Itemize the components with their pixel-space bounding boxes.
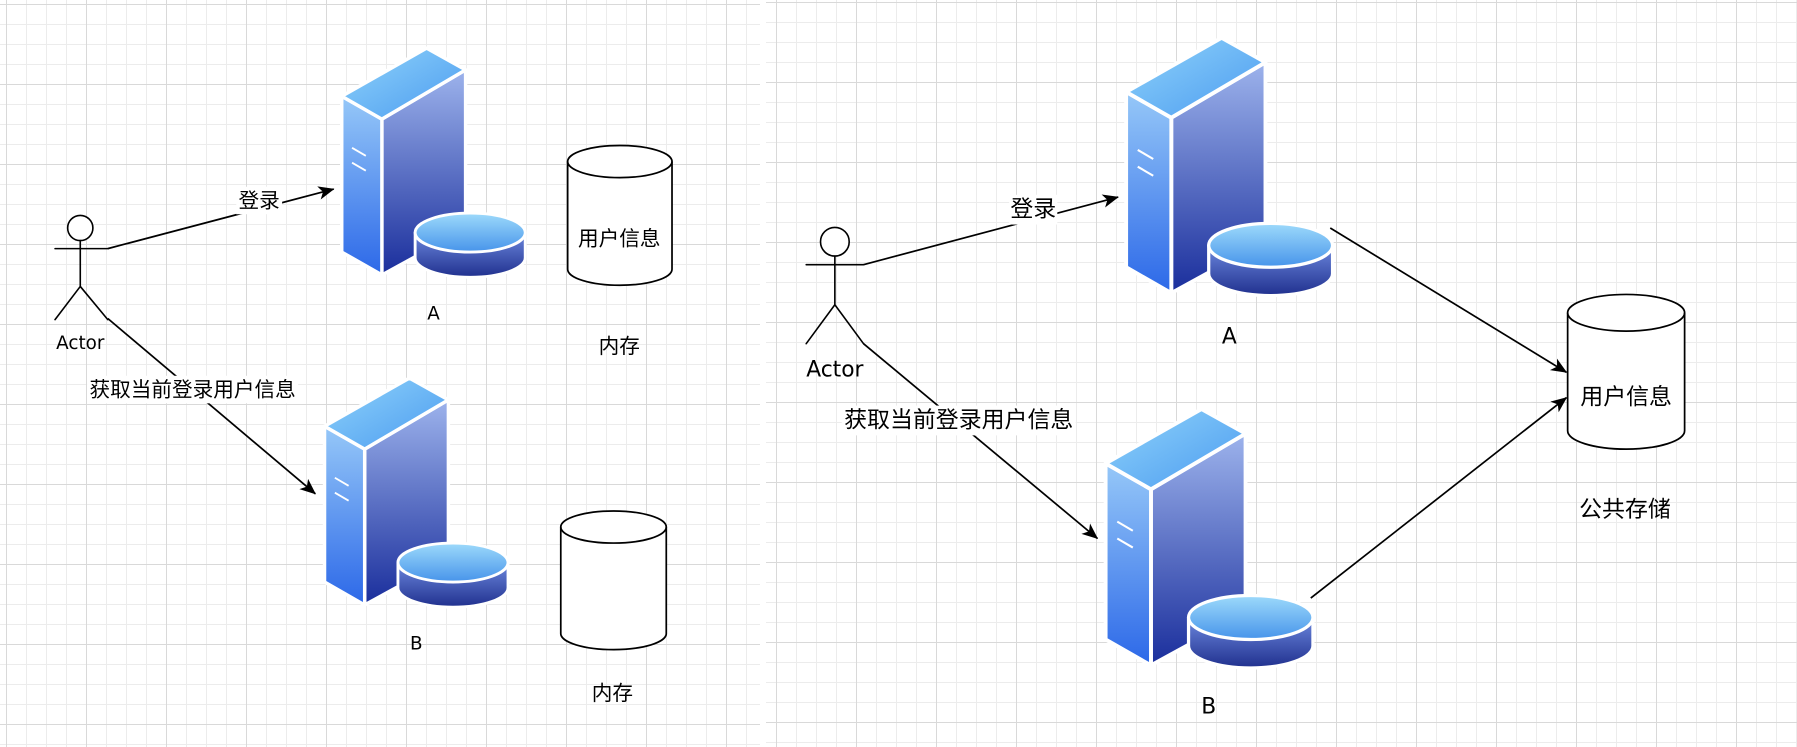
edge-login-left[interactable]: 登录	[107, 186, 335, 250]
edge-fetch-user-line[interactable]	[862, 343, 1099, 540]
database-cylinder-icon[interactable]	[566, 144, 673, 287]
actor-left[interactable]: Actor	[54, 214, 109, 354]
database-cylinder-icon[interactable]	[1566, 293, 1686, 450]
edge-server-b-to-store[interactable]	[1310, 396, 1568, 599]
edge-fetch-user-label: 获取当前登录用户信息	[844, 407, 1073, 433]
edge-fetch-user-label: 获取当前登录用户信息	[89, 378, 295, 402]
edge-label-background	[87, 375, 299, 404]
server-icon[interactable]	[1124, 35, 1335, 298]
store-a-caption: 内存	[599, 334, 640, 358]
user-actor-icon[interactable]	[54, 214, 109, 321]
store-b-caption: 内存	[592, 681, 633, 705]
server-icon[interactable]	[340, 46, 527, 279]
server-icon[interactable]	[1103, 407, 1315, 670]
edge-label-background	[1009, 194, 1058, 225]
edge-label-background	[236, 186, 283, 215]
server-a-label: A	[1222, 324, 1237, 349]
server-a-left[interactable]: A	[340, 46, 527, 324]
server-a-right[interactable]: A	[1124, 35, 1335, 350]
edge-server-b-store-line[interactable]	[1310, 396, 1568, 599]
edge-login-right[interactable]: 登录	[863, 194, 1119, 266]
edge-fetch-user-left[interactable]: 获取当前登录用户信息	[87, 317, 316, 495]
edge-server-a-to-store[interactable]	[1329, 227, 1568, 374]
edge-label-background	[841, 405, 1076, 436]
server-b-right[interactable]: B	[1103, 407, 1315, 719]
edge-login-label: 登录	[239, 189, 280, 213]
right-diagram: 登录 获取当前登录用户信息 Actor A B	[805, 35, 1686, 719]
user-actor-icon[interactable]	[805, 226, 865, 345]
actor-right[interactable]: Actor	[805, 226, 865, 383]
memory-store-b[interactable]: 内存	[559, 510, 668, 705]
memory-store-a[interactable]: 用户信息 内存	[566, 144, 673, 358]
actor-label: Actor	[56, 333, 105, 354]
server-icon[interactable]	[322, 376, 510, 609]
database-cylinder-icon[interactable]	[559, 510, 668, 651]
actor-label: Actor	[806, 358, 863, 383]
store-a-text: 用户信息	[578, 226, 661, 250]
edge-fetch-user-line[interactable]	[107, 317, 316, 495]
shared-store-text: 用户信息	[1580, 385, 1672, 411]
server-b-left[interactable]: B	[322, 376, 510, 654]
left-diagram: 登录 获取当前登录用户信息 Actor A B	[54, 46, 673, 705]
edge-fetch-user-right[interactable]: 获取当前登录用户信息	[841, 343, 1099, 540]
server-b-label: B	[410, 633, 423, 654]
server-b-label: B	[1201, 694, 1216, 719]
server-a-label: A	[427, 303, 440, 324]
edge-server-a-store-line[interactable]	[1329, 227, 1568, 374]
shared-store-caption: 公共存储	[1579, 497, 1671, 523]
edge-login-line[interactable]	[863, 194, 1119, 266]
edge-login-label: 登录	[1010, 197, 1056, 223]
edge-login-line[interactable]	[107, 186, 335, 250]
shared-store[interactable]: 用户信息 公共存储	[1566, 293, 1686, 523]
